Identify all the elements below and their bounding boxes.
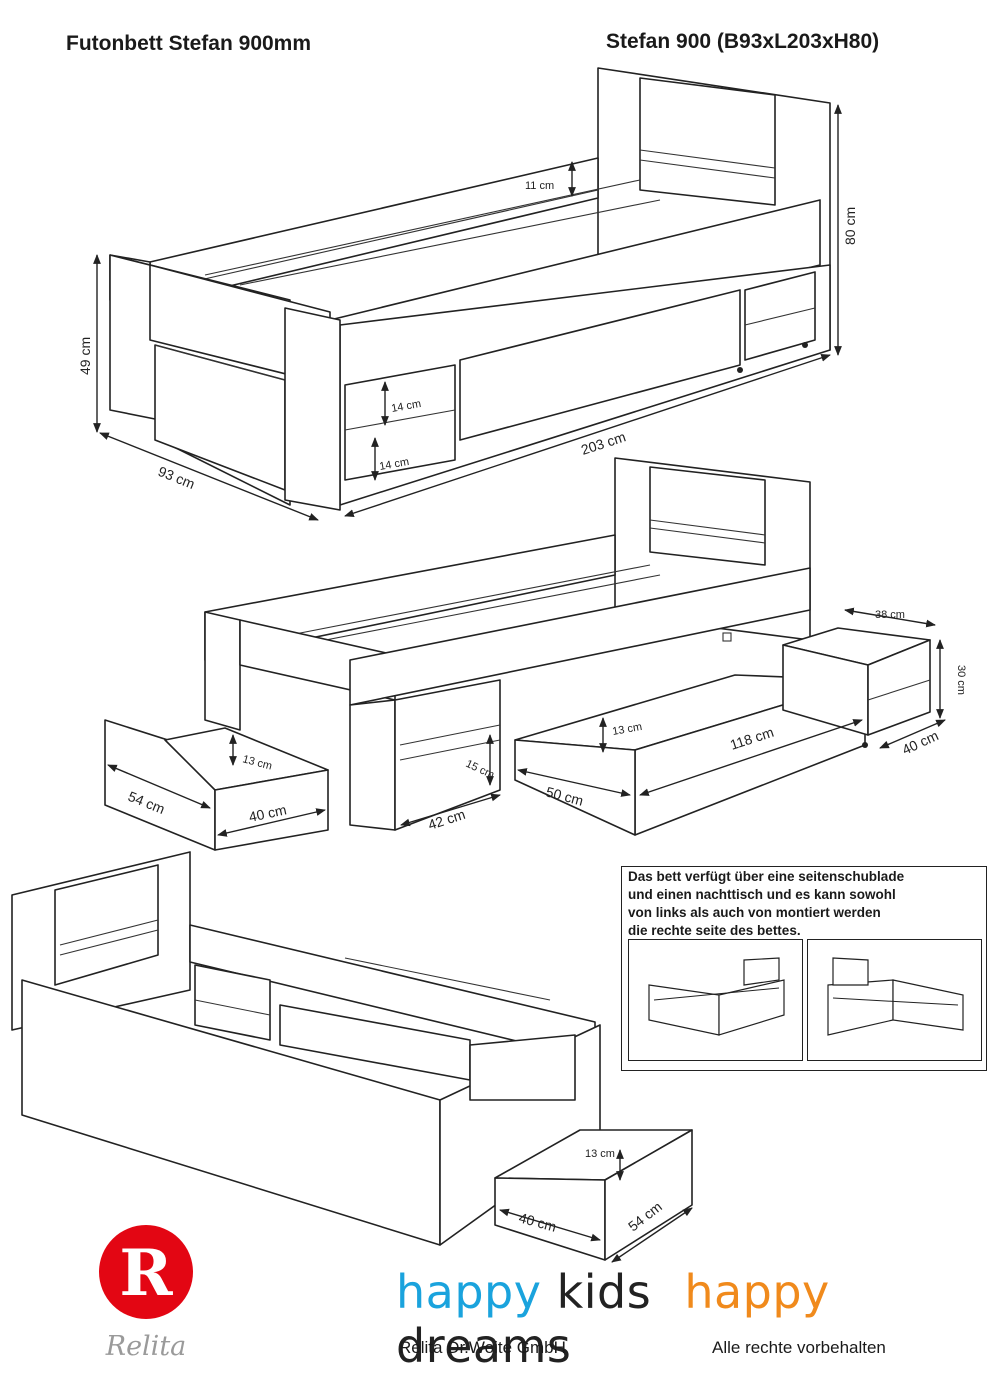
dim-nightstand-width: 38 cm xyxy=(875,609,905,621)
relita-logo-circle xyxy=(99,1225,193,1319)
company-name: Relita Dr.Woite GmbH xyxy=(399,1338,566,1357)
dim-nightstand-height: 30 cm xyxy=(955,665,967,695)
assembly-note-box: Das bett verfügt über eine seitenschubla… xyxy=(621,866,987,1071)
dim-side-drawer-height: 13 cm xyxy=(611,721,643,738)
slogan-word-3: happy xyxy=(684,1265,830,1319)
bed-view-top: 11 cm 80 cm 49 cm 93 cm 203 cm 14 cm 14 … xyxy=(77,67,858,521)
dim-headboard-gap: 11 cm xyxy=(525,180,554,192)
dim-bottom-drawer-height: 13 cm xyxy=(585,1148,615,1160)
assembly-note-text: Das bett verfügt über eine seitenschubla… xyxy=(628,869,905,938)
slogan-word-4: dreams xyxy=(396,1319,572,1373)
bed-view-bottom: 13 cm 40 cm 54 cm xyxy=(11,851,693,1263)
dim-height-side: 49 cm xyxy=(77,337,93,375)
rights-notice: Alle rechte vorbehalten xyxy=(712,1338,886,1357)
dim-drawer-width: 40 cm xyxy=(247,801,288,825)
right-mount-thumbnail xyxy=(807,939,982,1061)
slogan-word-2: kids xyxy=(556,1265,652,1319)
dim-shelf-1: 14 cm xyxy=(390,398,422,415)
relita-logo-letter: R xyxy=(119,1236,173,1311)
slogan-word-1: happy xyxy=(396,1265,542,1319)
slogan: happy kids happy dreams xyxy=(396,1265,1000,1373)
relita-logo-word: Relita xyxy=(105,1331,187,1362)
left-mount-thumbnail xyxy=(628,939,803,1061)
dim-height-total: 80 cm xyxy=(842,207,858,245)
product-dimensions-title: Stefan 900 (B93xL203xH80) xyxy=(606,30,880,53)
product-title: Futonbett Stefan 900mm xyxy=(66,32,312,55)
bed-view-middle: 13 cm 54 cm 40 cm 42 cm 15 cm 13 cm 50 c… xyxy=(104,457,967,851)
dim-shelf-2: 14 cm xyxy=(378,456,410,473)
